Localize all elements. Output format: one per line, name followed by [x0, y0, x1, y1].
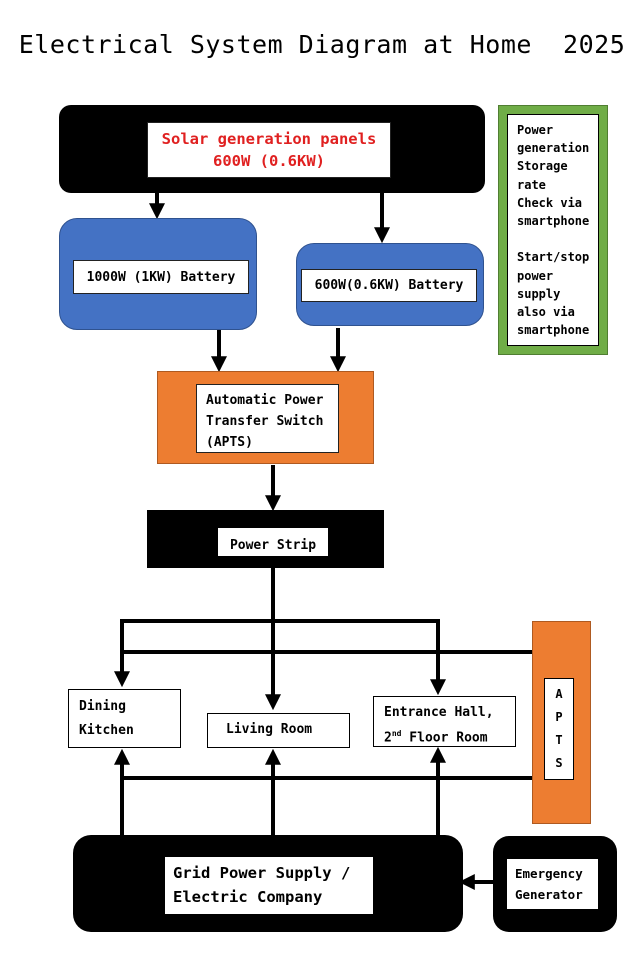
apts-side-letter-p: P	[555, 710, 563, 724]
power-strip-text: Power Strip	[229, 537, 317, 553]
room-entrance-hall-line-1: Entrance Hall,	[384, 705, 494, 720]
battery-600w-text: 600W(0.6KW) Battery	[314, 278, 464, 293]
apts-side-letter-a: A	[555, 687, 563, 701]
floor-number: 2	[384, 730, 392, 746]
solar-panels-capacity: 600W (0.6KW)	[213, 152, 325, 170]
apts-side-letter-s: S	[555, 756, 563, 770]
smartphone-note: Power generation Storage rate Check via …	[507, 114, 599, 346]
emergency-generator-line-1: Emergency	[515, 866, 583, 881]
floor-room-text: Floor Room	[401, 730, 488, 746]
solar-panels-title: Solar generation panels	[161, 130, 377, 148]
apts-main-line-3: (APTS)	[206, 435, 253, 450]
apts-main-line-1: Automatic Power	[206, 393, 324, 408]
power-strip-block: Power Strip	[147, 510, 384, 568]
emergency-generator-block: Emergency Generator	[493, 836, 617, 932]
solar-panels-block: Solar generation panels 600W (0.6KW)	[59, 105, 485, 193]
solar-panels-label: Solar generation panels 600W (0.6KW)	[147, 122, 391, 178]
grid-power-line-1: Grid Power Supply /	[173, 864, 351, 882]
battery-1000w-label: 1000W (1KW) Battery	[73, 260, 249, 294]
room-entrance-hall: Entrance Hall, 2nd Floor Room	[373, 696, 516, 747]
apts-main-block: Automatic Power Transfer Switch (APTS)	[157, 371, 374, 464]
battery-1000w-text: 1000W (1KW) Battery	[86, 269, 236, 285]
battery-600w-label: 600W(0.6KW) Battery	[301, 269, 477, 302]
grid-power-line-2: Electric Company	[173, 888, 323, 906]
apts-side-block: A P T S	[532, 621, 591, 824]
apts-side-letter-t: T	[555, 733, 563, 747]
room-living-room: Living Room	[207, 713, 350, 748]
room-living-room-text: Living Room	[226, 722, 313, 737]
room-dining-kitchen-line-2: Kitchen	[79, 723, 134, 738]
apts-main-line-2: Transfer Switch	[206, 414, 324, 429]
floor-ordinal-suffix: nd	[391, 729, 402, 738]
emergency-generator-label: Emergency Generator	[507, 859, 598, 909]
apts-side-label: A P T S	[544, 678, 574, 780]
battery-600w-block: 600W(0.6KW) Battery	[296, 243, 484, 326]
room-dining-kitchen: Dining Kitchen	[68, 689, 181, 748]
smartphone-note-frame: Power generation Storage rate Check via …	[498, 105, 608, 355]
emergency-generator-line-2: Generator	[515, 887, 583, 902]
grid-power-block: Grid Power Supply / Electric Company	[73, 835, 463, 932]
apts-main-label: Automatic Power Transfer Switch (APTS)	[196, 384, 339, 453]
power-strip-label: Power Strip	[218, 528, 328, 556]
room-dining-kitchen-line-1: Dining	[79, 699, 126, 714]
diagram-title: Electrical System Diagram at Home 2025	[18, 30, 626, 59]
room-entrance-hall-line-2: 2nd Floor Room	[384, 723, 515, 748]
battery-1000w-block: 1000W (1KW) Battery	[59, 218, 257, 330]
grid-power-label: Grid Power Supply / Electric Company	[165, 857, 373, 914]
